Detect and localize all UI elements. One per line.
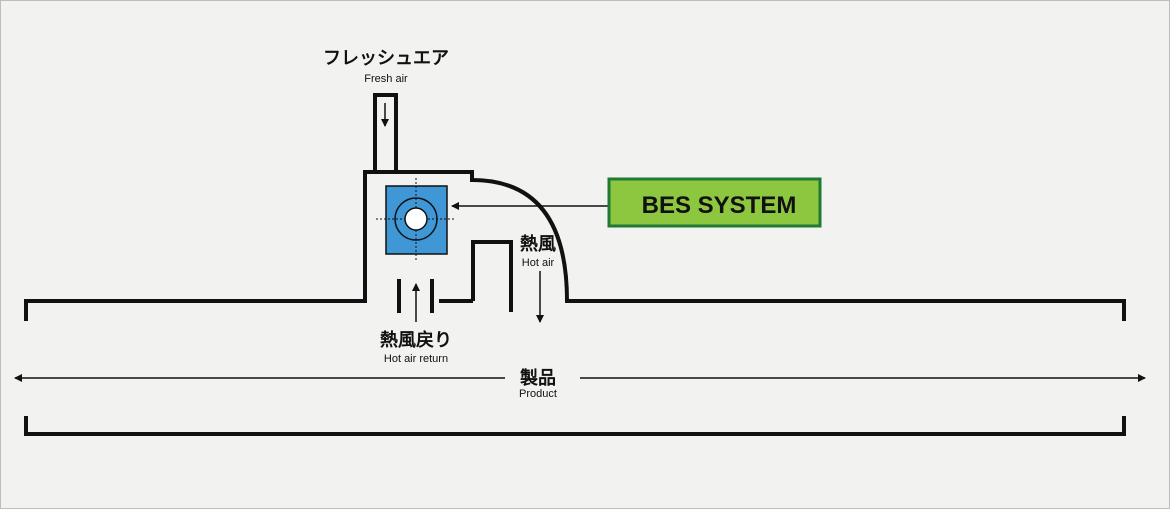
- return-partition: [471, 240, 513, 312]
- fresh-air-label-en: Fresh air: [364, 73, 408, 85]
- product-label-jp: 製品: [519, 368, 556, 389]
- fan-unit: [376, 178, 456, 262]
- fresh-air-pipe: [373, 93, 398, 172]
- chamber-top-wall: [24, 170, 1126, 321]
- hot-air-label-en: Hot air: [522, 257, 555, 269]
- fan-hub: [404, 207, 428, 231]
- product-label-en: Product: [519, 388, 557, 400]
- hot-air-return-label-en: Hot air return: [384, 353, 448, 365]
- fresh-air-label-jp: フレッシュエア: [323, 48, 449, 69]
- bes-system-box: BES SYSTEM: [607, 177, 822, 228]
- chamber-bottom-wall: [24, 416, 1126, 436]
- hot-air-label-jp: 熱風: [520, 233, 556, 255]
- bes-system-label: BES SYSTEM: [642, 192, 797, 219]
- hot-air-return-label-jp: 熱風戻り: [380, 329, 452, 351]
- fan-impeller-ring: [394, 197, 438, 241]
- bes-system-rect: [607, 177, 822, 228]
